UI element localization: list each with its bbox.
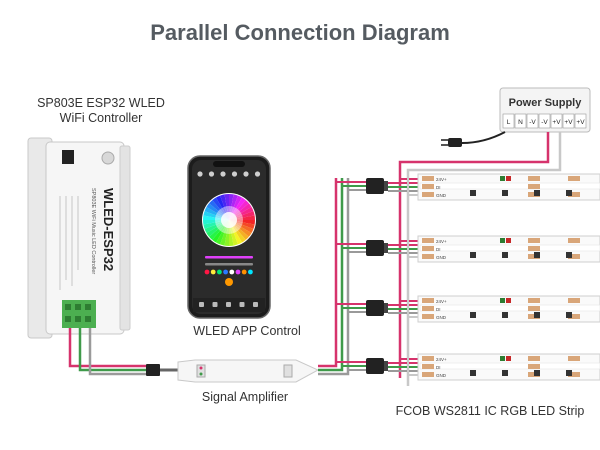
strip-pad-label: 24V+ (436, 177, 447, 182)
led-strip: 24V+ DI GND (336, 352, 600, 381)
led-strip: 24V+ DI GND (336, 234, 600, 263)
strip-pad-label: GND (436, 193, 447, 198)
strip-caption: FCOB WS2811 IC RGB LED Strip (395, 404, 585, 418)
controller-caption: SP803E ESP32 WLED WiFi Controller (16, 96, 186, 126)
phone-app (187, 155, 271, 319)
led-strip: 24V+ DI GND (336, 294, 600, 323)
strip-pad-label: DI (436, 185, 441, 190)
strip-pad-label: 24V+ (436, 239, 447, 244)
strip-pad-label: DI (436, 365, 441, 370)
controller-subtitle: SP803E WiFi Music LED Controller (90, 188, 96, 274)
strip-pad-label: GND (436, 255, 447, 260)
power-terminal-label: +V (552, 119, 561, 126)
controller-model: WLED-ESP32 (101, 188, 116, 271)
color-swatches (204, 269, 253, 275)
app-bottom-nav (193, 298, 265, 312)
strip-pad-label: 24V+ (436, 299, 447, 304)
controller-caption-line1: SP803E ESP32 WLED (37, 96, 165, 110)
strip-pad-label: GND (436, 373, 447, 378)
power-terminal-label: -V (541, 119, 548, 126)
strip-pad-label: GND (436, 315, 447, 320)
power-terminal-label: L (507, 119, 511, 126)
controller-caption-line2: WiFi Controller (59, 111, 143, 125)
color-wheel (202, 193, 256, 247)
strip-pad-label: DI (436, 247, 441, 252)
wled-controller: WLED-ESP32 SP803E WiFi Music LED Control… (27, 137, 131, 339)
power-terminal-label: +V (576, 119, 585, 126)
app-caption: WLED APP Control (193, 324, 301, 338)
app-toolbar-icons (197, 171, 261, 177)
power-supply-title: Power Supply (509, 97, 583, 109)
power-terminal-label: N (518, 119, 523, 126)
amplifier-caption: Signal Amplifier (201, 390, 289, 404)
power-plug-icon (441, 131, 506, 147)
signal-amplifier (146, 359, 320, 383)
strip-pad-label: 24V+ (436, 357, 447, 362)
strip-pad-label: DI (436, 307, 441, 312)
jst-connector-icon (366, 300, 384, 316)
power-terminal-label: -V (529, 119, 536, 126)
jst-connector-icon (366, 178, 384, 194)
jst-connector-icon (366, 240, 384, 256)
jst-connector-icon (366, 358, 384, 374)
power-terminal-label: +V (564, 119, 573, 126)
diagram-title: Parallel Connection Diagram (150, 20, 450, 45)
led-strip: 24V+ DI GND (336, 172, 600, 201)
led-strips: 24V+ DI GND 24V+ DI GND 24V+ DI GND 24V+ DI GND (336, 172, 600, 381)
